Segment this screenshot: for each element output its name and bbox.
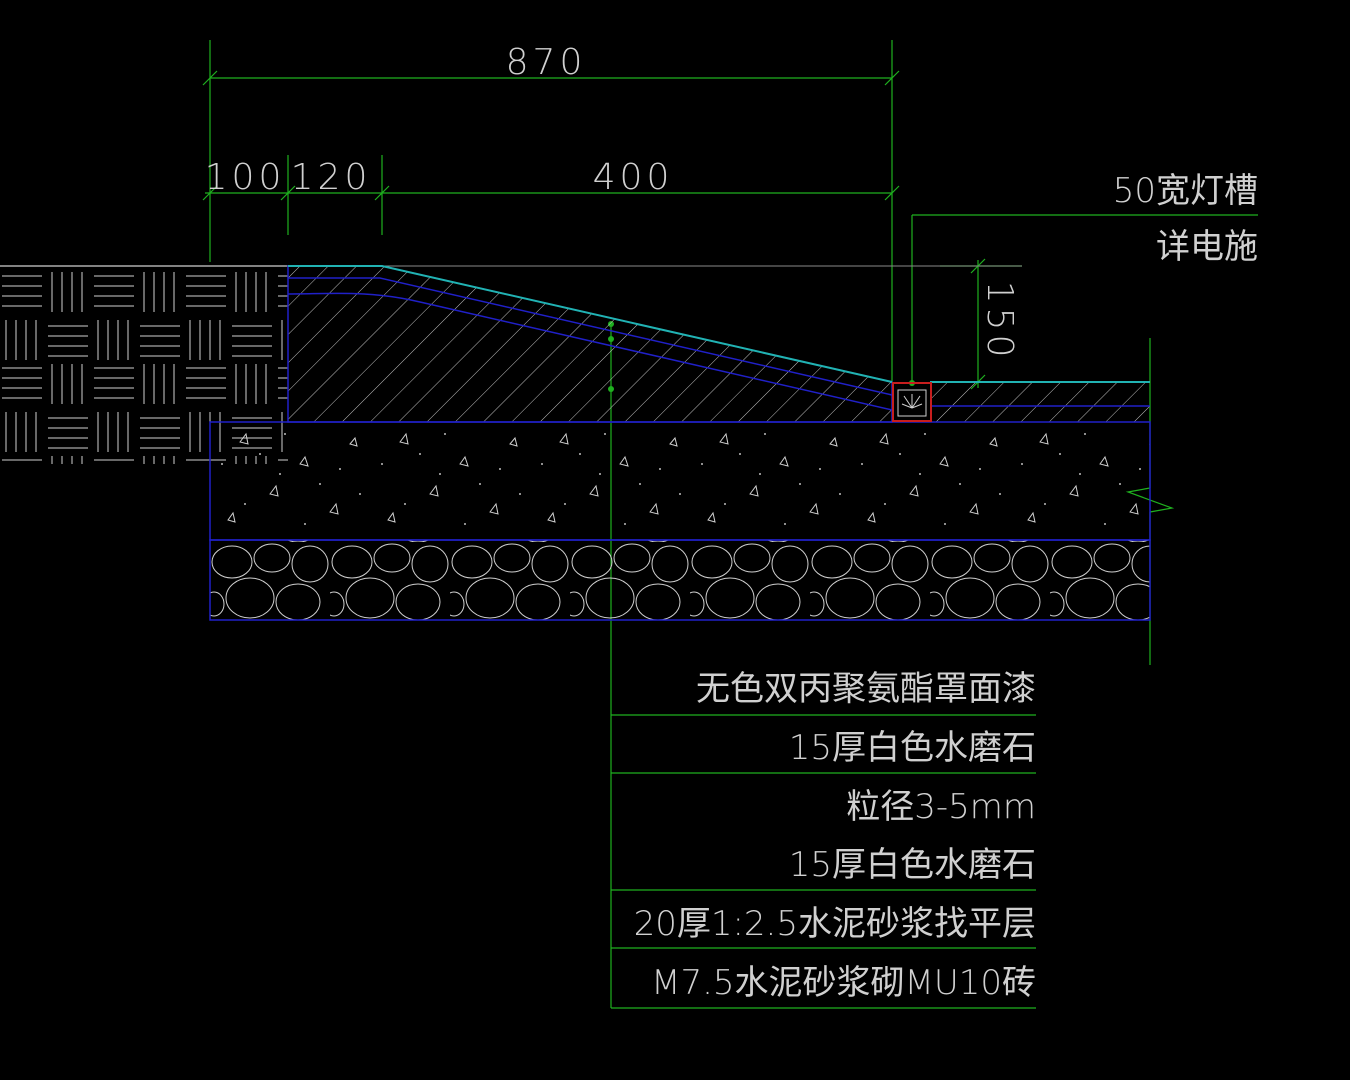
dim-100: 100 (205, 157, 286, 198)
dim-870: 870 (506, 42, 587, 83)
ramp-hatch (287, 265, 893, 423)
dim-120: 120 (291, 157, 372, 198)
concrete-layer (209, 421, 1151, 541)
layer-note-2: 15厚白色水磨石 (789, 728, 1036, 768)
ramp-surface (288, 265, 893, 383)
light-slot-ref-note: 详电施 (1156, 227, 1258, 267)
gravel-layer (209, 539, 1151, 621)
right-floor-slab (930, 382, 1150, 422)
layer-note-3: 粒径3-5mm (846, 787, 1036, 827)
layer-note-5: 20厚1:2.5水泥砂浆找平层 (634, 904, 1036, 944)
dim-400: 400 (593, 157, 674, 198)
ramp-layer-2 (287, 292, 893, 411)
light-slot-fixture (892, 382, 932, 422)
layer-note-1: 无色双丙聚氨酯罩面漆 (696, 669, 1036, 709)
light-slot-width-note: 50宽灯槽 (1113, 171, 1258, 211)
layer-note-4: 15厚白色水磨石 (789, 845, 1036, 885)
layer-note-6: M7.5水泥砂浆砌MU10砖 (651, 963, 1036, 1003)
ramp-layer-1 (288, 277, 893, 396)
dim-150: 150 (979, 281, 1020, 362)
